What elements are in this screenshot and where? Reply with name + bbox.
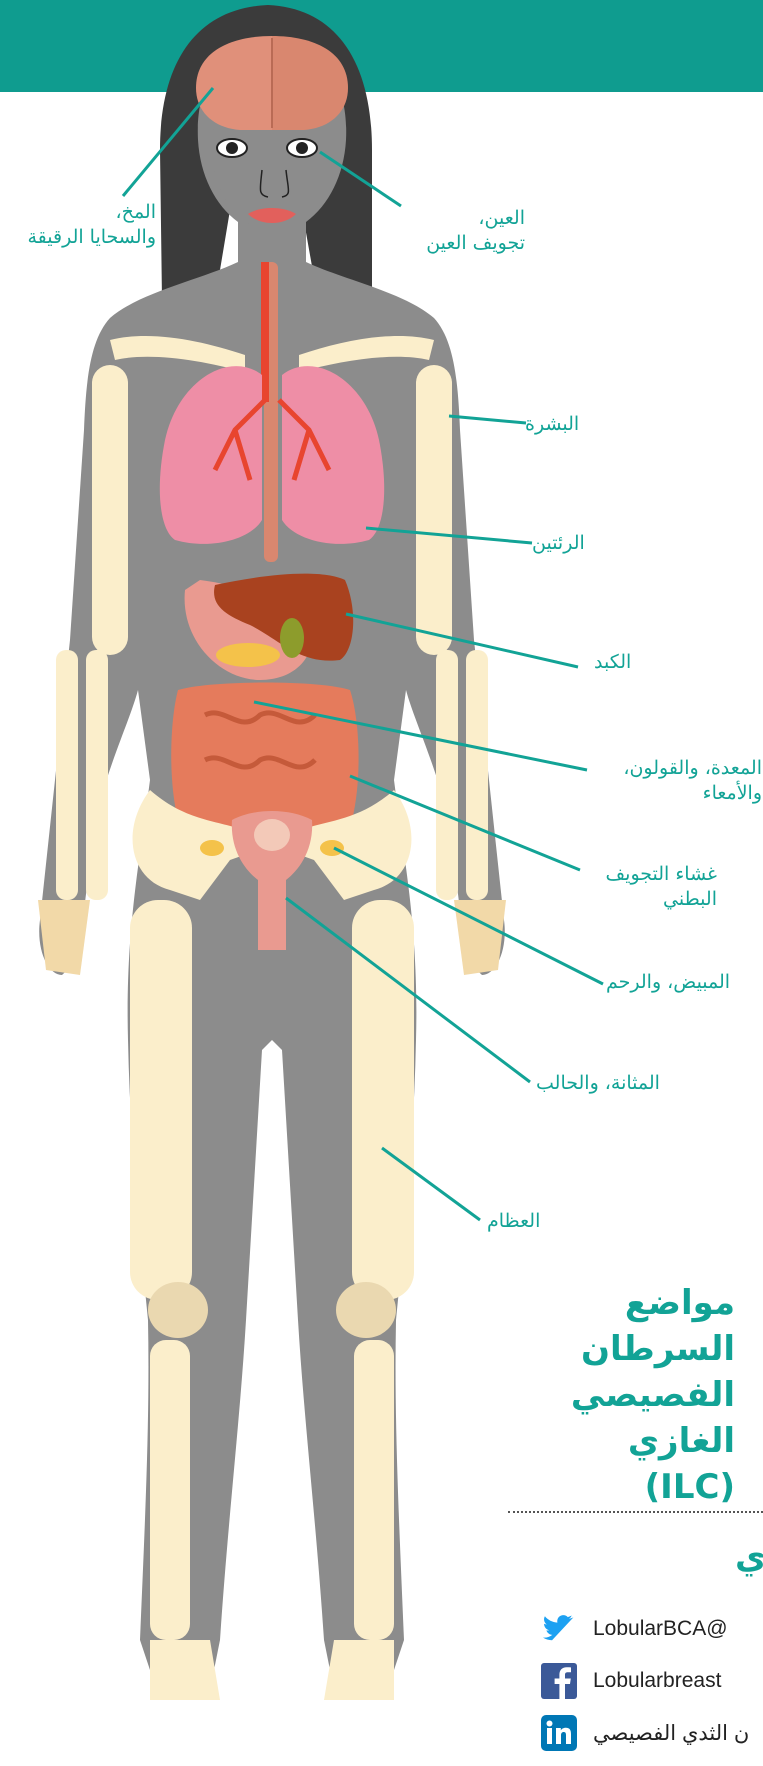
facebook-link[interactable]: Lobularbreast	[541, 1663, 721, 1699]
linkedin-page: ن الثدي الفصيصي	[593, 1721, 749, 1746]
label-bladder: المثانة، والحالب	[536, 1071, 660, 1096]
label-brain: المخ، والسحايا الرقيقة	[8, 200, 156, 250]
twitter-link[interactable]: LobularBCA@	[541, 1611, 728, 1647]
facebook-icon	[541, 1663, 577, 1699]
gallbladder	[280, 618, 304, 658]
label-eye: العين، تجويف العين	[395, 206, 525, 256]
right-ovary	[320, 840, 344, 856]
label-skin: البشرة	[525, 412, 579, 437]
label-lungs: الرئتين	[532, 531, 585, 556]
leader-skin	[449, 416, 526, 423]
linkedin-link[interactable]: ن الثدي الفصيصي	[541, 1715, 749, 1751]
linkedin-icon	[541, 1715, 577, 1751]
twitter-icon	[541, 1611, 577, 1647]
left-ovary	[200, 840, 224, 856]
pancreas	[216, 643, 280, 667]
label-bones: العظام	[487, 1209, 540, 1234]
label-peritoneum: غشاء التجويف البطني	[587, 862, 717, 912]
divider	[508, 1511, 763, 1513]
facebook-page: Lobularbreast	[593, 1669, 721, 1693]
trachea	[261, 262, 269, 402]
page-title: مواضع السرطان الفصيصي الغازي (ILC)	[470, 1280, 735, 1510]
follow-heading: ي:	[735, 1537, 763, 1577]
twitter-handle: LobularBCA@	[593, 1617, 728, 1641]
label-ovary: المبيض، والرحم	[606, 970, 730, 995]
label-liver: الكبد	[594, 650, 631, 675]
label-stomach: المعدة، والقولون، والأمعاء	[592, 756, 762, 806]
